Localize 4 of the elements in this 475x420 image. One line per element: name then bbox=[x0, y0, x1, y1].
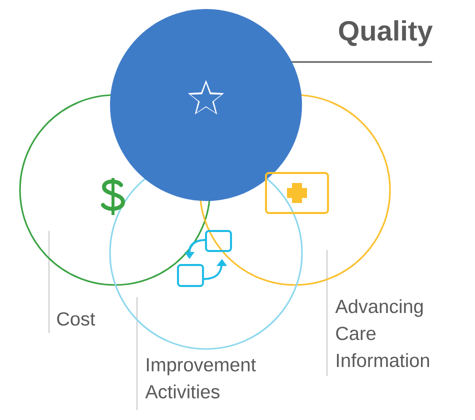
label-text: Quality bbox=[339, 20, 433, 46]
label-text: Cost bbox=[57, 312, 96, 326]
label-text: Improvement Activities bbox=[145, 358, 256, 398]
label-text: Advancing Care Information bbox=[335, 299, 429, 368]
